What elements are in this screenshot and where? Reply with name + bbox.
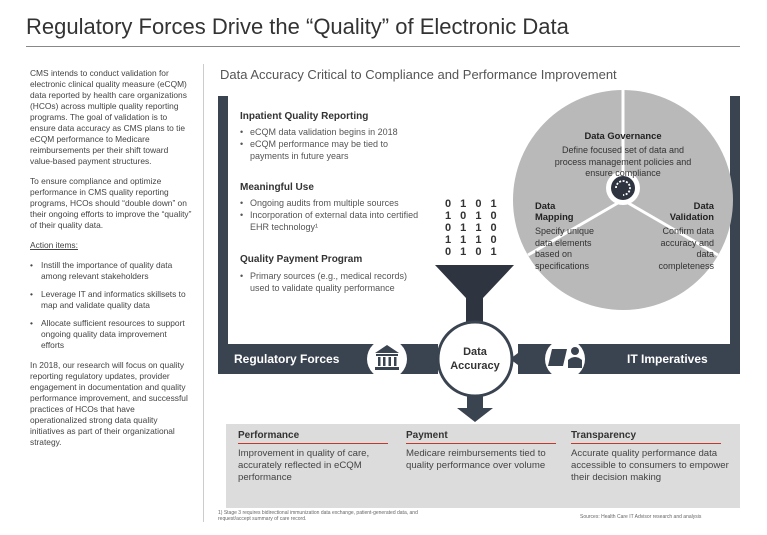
compliance-paragraph: To ensure compliance and optimize perfor… [30,176,192,230]
outcome-rule [406,443,556,444]
intro-paragraph: CMS intends to conduct validation for el… [30,68,187,166]
funnel-icon [435,265,514,318]
action-item: Allocate sufficient resources to support… [30,318,192,351]
section-bullet: Ongoing audits from multiple sources [240,197,425,209]
section-bullet: eCQM data validation begins in 2018 [240,126,425,138]
section-bullets: Ongoing audits from multiple sources Inc… [240,197,425,233]
data-accuracy-label: Data Accuracy [450,346,500,372]
mapping-heading: Data Mapping [535,200,574,222]
right-arrow [510,350,522,368]
outcome-heading-performance: Performance [238,430,300,441]
outcome-heading-transparency: Transparency [571,430,637,441]
column-divider [203,64,204,522]
action-item: Leverage IT and informatics skillsets to… [30,289,192,311]
page-title: Regulatory Forces Drive the “Quality” of… [26,14,569,39]
action-items-title: Action items: [30,240,78,250]
outcome-rule [571,443,721,444]
validation-heading: Data Validation [669,200,714,222]
section-bullet: Incorporation of external data into cert… [240,209,425,233]
section-bullet: eCQM performance may be tied to payments… [240,138,425,162]
down-arrow [457,396,493,422]
outcome-text-performance: Improvement in quality of care, accurate… [238,448,370,483]
section-bullets: Primary sources (e.g., medical records) … [240,270,425,294]
binary-data-glyphs: 0 1 0 1 1 0 1 0 0 1 1 0 1 1 1 0 0 1 0 1 [445,198,499,258]
diagram-subtitle: Data Accuracy Critical to Compliance and… [220,67,617,82]
left-column: CMS intends to conduct validation for el… [30,68,192,457]
governance-text: Define focused set of data and process m… [554,145,692,178]
pie-divider [527,198,624,257]
section-bullet: Primary sources (e.g., medical records) … [240,270,425,294]
outcome-rule [238,443,388,444]
regulatory-frame-bar [218,96,228,344]
outcome-text-payment: Medicare reimbursements tied to quality … [406,448,546,471]
regulatory-forces-label: Regulatory Forces [234,352,340,366]
section-heading: Inpatient Quality Reporting [240,111,369,122]
outcome-heading-payment: Payment [406,430,448,441]
section-heading: Quality Payment Program [240,254,363,265]
sources-note: Sources: Health Care IT Advisor research… [580,514,702,520]
refresh-icon [611,176,635,200]
action-items-list: Instill the importance of quality data a… [30,260,192,351]
title-divider [26,46,740,47]
left-arrow [428,350,440,368]
validation-text: Confirm data accuracy and data completen… [658,226,714,271]
capitol-icon [375,345,399,370]
section-bullets: eCQM data validation begins in 2018 eCQM… [240,126,425,162]
outcomes-panel [226,424,740,508]
action-item: Instill the importance of quality data a… [30,260,192,282]
mapping-text: Specify unique data elements based on sp… [535,226,595,271]
section-heading: Meaningful Use [240,182,314,193]
outcome-text-transparency: Accurate quality performance data access… [571,448,729,483]
it-frame-bar [730,96,740,344]
research-paragraph: In 2018, our research will focus on qual… [30,360,188,447]
footnote: 1) Stage 3 requires bidirectional immuni… [218,510,418,522]
governance-heading: Data Governance [584,130,662,141]
it-imperatives-label: IT Imperatives [627,352,708,366]
person-laptop-icon [548,347,582,368]
pie-divider [622,198,719,257]
